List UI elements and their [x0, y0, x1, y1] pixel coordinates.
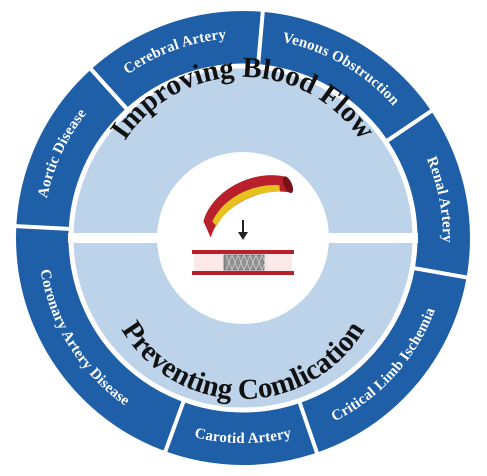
segment-divider [255, 6, 266, 67]
segment-dividers [11, 6, 472, 459]
stent-mesh-line [243, 254, 251, 271]
down-arrow-icon [238, 220, 248, 240]
stent-mesh-line [225, 254, 233, 271]
stent-mesh-line [237, 254, 245, 271]
vessel-opening [282, 176, 294, 194]
segment-divider [297, 399, 321, 459]
segment-divider [161, 398, 187, 457]
stent-mesh-line [261, 254, 269, 271]
segment-divider [86, 64, 130, 112]
stent-mesh-line [249, 254, 257, 271]
stent-mesh-line [231, 254, 239, 271]
vessel-wall-bottom [192, 271, 294, 275]
segment-divider [412, 265, 472, 281]
plaque [212, 185, 280, 227]
segment-divider [384, 106, 437, 144]
stented-artery-icon [192, 250, 294, 275]
segment-label: Carotid Artery [193, 425, 293, 447]
blocked-artery-icon [203, 175, 294, 238]
stent [223, 254, 265, 271]
stent-mesh [225, 254, 269, 271]
segment-divider [11, 223, 72, 231]
vessel-wall-top [192, 250, 294, 254]
stent-mesh-line [255, 254, 263, 271]
